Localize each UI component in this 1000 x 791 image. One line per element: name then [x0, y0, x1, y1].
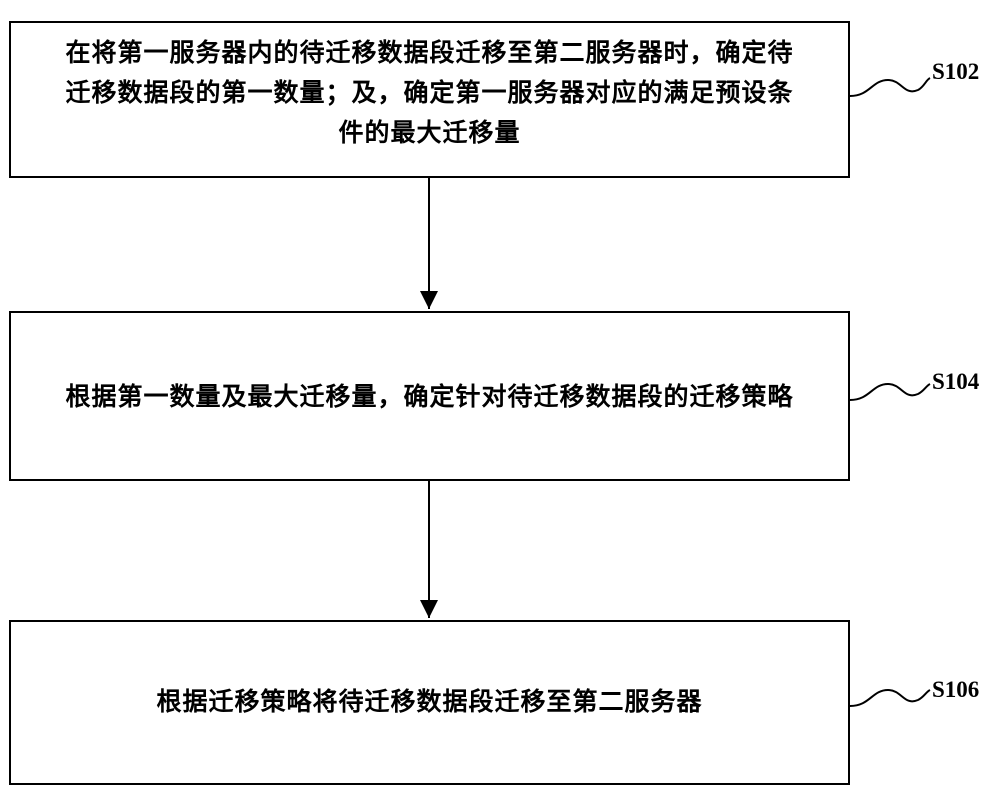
step-box-3: 根据迁移策略将待迁移数据段迁移至第二服务器: [9, 620, 850, 785]
label-leader-s102: [849, 77, 931, 97]
step-1-line-3: 件的最大迁移量: [338, 118, 521, 147]
label-leader-s106: [849, 688, 931, 707]
step-1-text: 在将第一服务器内的待迁移数据段迁移至第二服务器时，确定待 迁移数据段的第一数量；…: [16, 33, 843, 153]
step-3-text: 根据迁移策略将待迁移数据段迁移至第二服务器: [156, 687, 703, 716]
step-label-s102: S102: [932, 59, 980, 84]
step-1-line-2: 迁移数据段的第一数量；及，确定第一服务器对应的满足预设条: [65, 78, 794, 107]
step-2-text: 根据第一数量及最大迁移量，确定针对待迁移数据段的迁移策略: [65, 382, 794, 411]
step-box-1: 在将第一服务器内的待迁移数据段迁移至第二服务器时，确定待 迁移数据段的第一数量；…: [9, 21, 850, 178]
step-label-s104: S104: [932, 369, 980, 394]
step-box-2: 根据第一数量及最大迁移量，确定针对待迁移数据段的迁移策略: [9, 311, 850, 481]
label-leader-s104: [849, 382, 931, 401]
step-label-s106: S106: [932, 677, 980, 702]
step-1-line-1: 在将第一服务器内的待迁移数据段迁移至第二服务器时，确定待: [65, 38, 794, 67]
